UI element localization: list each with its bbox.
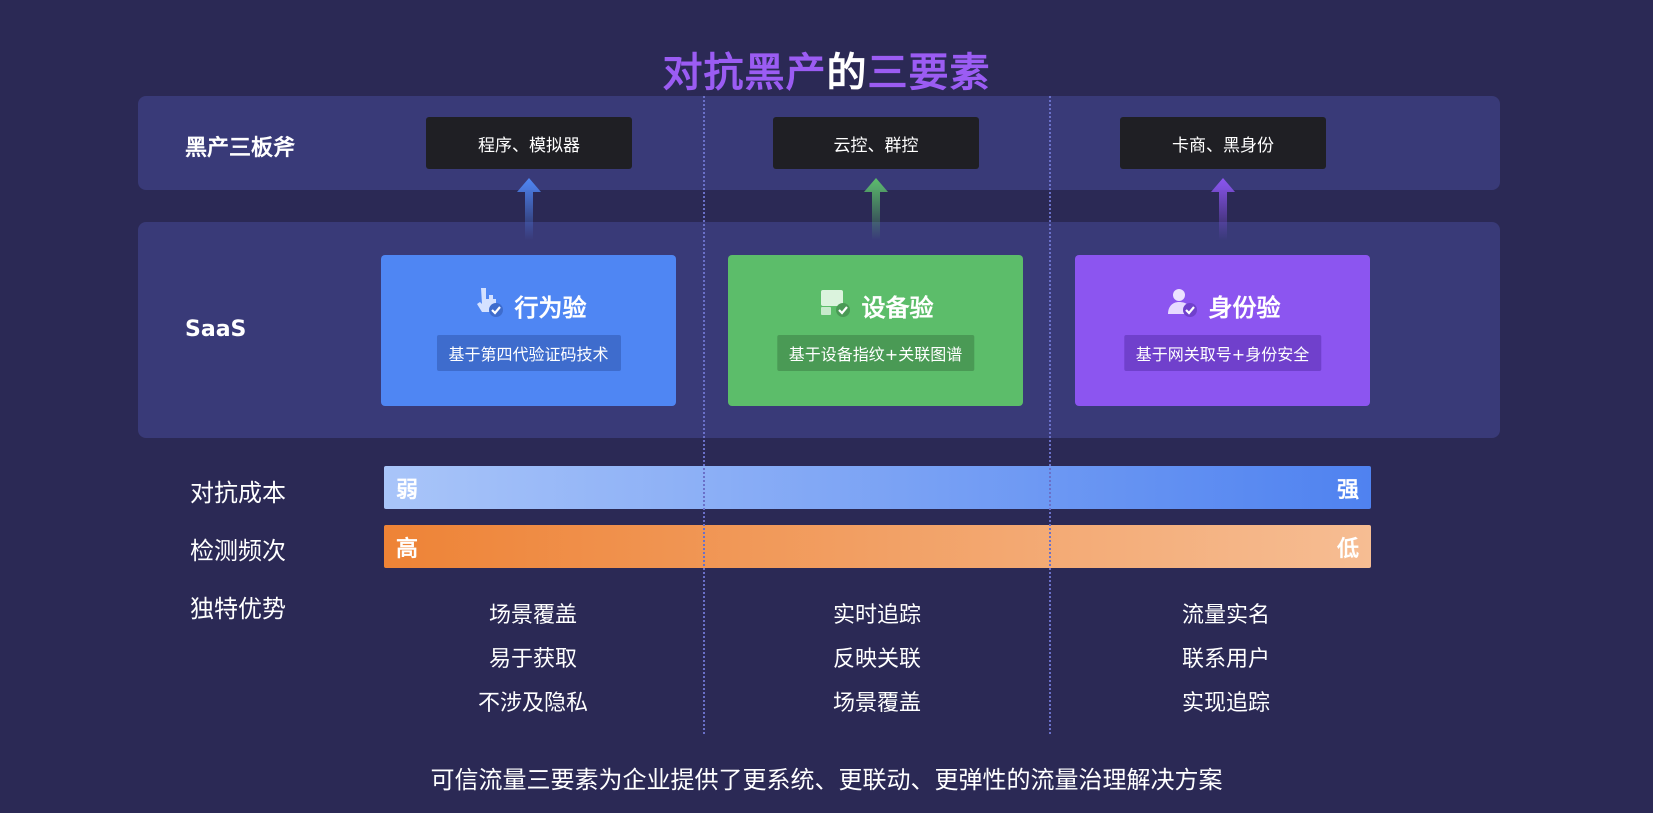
list-item: 场景覆盖 [832,691,921,716]
cost-low-text: 弱 [396,477,419,503]
title-part-1: 对抗黑产 [662,50,827,96]
card-subtitle: 基于第四代验证码技术 [436,335,621,371]
hand-check-icon [471,285,505,325]
card-header: 设备验 [728,285,1023,325]
cost-high-text: 强 [1336,477,1359,503]
threat-box-3: 卡商、黑身份 [1120,117,1326,169]
card-title: 行为验 [514,293,587,322]
page-title: 对抗黑产的三要素 [0,40,1653,98]
threat-box-2: 云控、群控 [773,117,979,169]
advantage-list-behavior: 场景覆盖 易于获取 不涉及隐私 [423,594,643,726]
device-verify-card: 设备验 基于设备指纹+关联图谱 [728,255,1023,406]
card-subtitle: 基于网关取号+身份安全 [1123,335,1322,371]
cost-gradient-bar: 弱 强 [384,466,1371,509]
device-check-icon [818,285,852,325]
card-header: 身份验 [1075,285,1370,325]
advantage-list-identity: 流量实名 联系用户 实现追踪 [1116,594,1336,726]
arrow-up-icon [861,176,891,240]
card-title: 设备验 [861,293,934,322]
column-divider [703,96,705,734]
arrow-up-icon [1208,176,1238,240]
title-part-2: 的 [826,50,868,96]
title-part-3: 三要素 [867,50,991,96]
saas-label: SaaS [185,317,247,342]
advantage-list-device: 实时追踪 反映关联 场景覆盖 [767,594,987,726]
list-item: 易于获取 [488,647,577,672]
behavior-verify-card: 行为验 基于第四代验证码技术 [381,255,676,406]
frequency-high-text: 高 [396,536,419,562]
list-item: 反映关联 [832,647,921,672]
identity-verify-card: 身份验 基于网关取号+身份安全 [1075,255,1370,406]
frequency-gradient-bar: 高 低 [384,525,1371,568]
advantage-label: 独特优势 [190,595,286,623]
frequency-label: 检测频次 [190,537,286,565]
list-item: 实现追踪 [1181,691,1270,716]
card-header: 行为验 [381,285,676,325]
user-check-icon [1165,285,1199,325]
arrow-up-icon [514,176,544,240]
list-item: 联系用户 [1181,647,1270,672]
card-subtitle: 基于设备指纹+关联图谱 [776,335,975,371]
blackmarket-label: 黑产三板斧 [185,136,296,161]
frequency-low-text: 低 [1336,536,1359,562]
column-divider [1049,96,1051,734]
threat-box-1: 程序、模拟器 [426,117,632,169]
footer-caption: 可信流量三要素为企业提供了更系统、更联动、更弹性的流量治理解决方案 [430,766,1223,794]
list-item: 流量实名 [1181,603,1270,628]
list-item: 场景覆盖 [488,603,577,628]
list-item: 实时追踪 [832,603,921,628]
card-title: 身份验 [1208,293,1281,322]
list-item: 不涉及隐私 [477,691,588,716]
cost-label: 对抗成本 [190,479,286,507]
